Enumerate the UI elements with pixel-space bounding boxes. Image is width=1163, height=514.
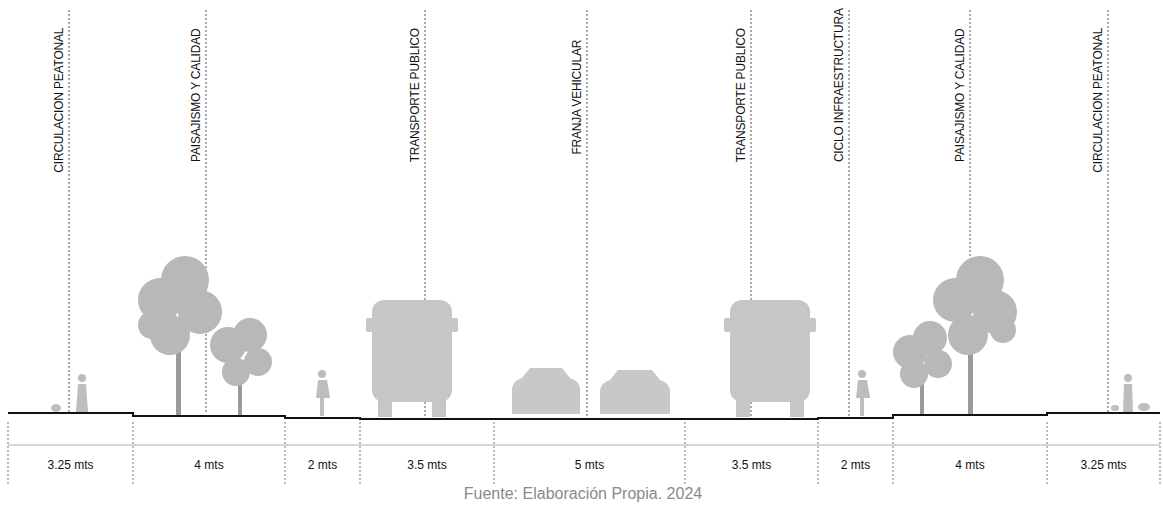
axis-line — [206, 10, 207, 414]
zone-label: PAISAJISMO Y CALIDAD — [953, 28, 967, 161]
bus-left — [366, 300, 458, 417]
cyclist — [858, 370, 866, 378]
zone-label: TRANSPORTE PUBLICO — [408, 28, 422, 162]
dog — [51, 404, 61, 412]
cyclist — [318, 370, 326, 378]
dimension-label: 4 mts — [955, 458, 984, 472]
car — [600, 370, 670, 414]
tree-canopy — [138, 311, 166, 339]
tree-canopy — [233, 318, 267, 352]
cars — [512, 368, 670, 414]
dimension-tick — [133, 422, 134, 486]
axis-line — [587, 10, 588, 417]
trees-left — [138, 256, 272, 416]
dimension-tick — [8, 422, 9, 486]
tree-canopy — [948, 315, 988, 355]
dimension-label: 3.5 mts — [407, 458, 446, 472]
bus-wheel — [432, 398, 446, 417]
dimension-tick — [818, 422, 819, 486]
dimension-tick — [285, 422, 286, 486]
dimension-label: 4 mts — [194, 458, 223, 472]
dimension-tick — [685, 422, 686, 486]
bus-body — [372, 300, 452, 402]
dimension-line — [8, 445, 1160, 446]
axis-line — [1108, 10, 1109, 412]
tree-canopy — [913, 321, 947, 355]
ground-profile — [8, 413, 1160, 419]
dimension-tick — [893, 422, 894, 486]
tree-canopy — [990, 317, 1016, 343]
bus-mirror — [366, 318, 374, 332]
axis-lines — [69, 10, 1108, 417]
dimension-label: 3.25 mts — [47, 458, 93, 472]
dimension-label: 5 mts — [575, 458, 604, 472]
bus-mirror — [450, 318, 458, 332]
bicycle — [320, 398, 324, 416]
dimension-label: 3.5 mts — [732, 458, 771, 472]
axis-line — [69, 10, 70, 412]
axis-line — [849, 10, 850, 416]
bus-wheel — [378, 398, 392, 417]
pedestrian — [76, 384, 88, 412]
dimension-tick — [494, 422, 495, 486]
tree-canopy — [900, 360, 928, 388]
tree-canopy — [222, 358, 250, 386]
dog — [1138, 403, 1150, 411]
people — [51, 370, 1150, 416]
dimension-tick — [360, 422, 361, 486]
bus-body — [730, 300, 810, 402]
bus-right — [724, 300, 816, 417]
dimension-ticks — [8, 422, 1160, 486]
bicycle — [860, 398, 864, 416]
pedestrian — [1123, 384, 1133, 412]
bus-mirror — [724, 318, 732, 332]
dimension-label: 3.25 mts — [1080, 458, 1126, 472]
bus-wheel — [790, 398, 804, 417]
trees-right — [893, 256, 1017, 416]
cyclist — [316, 380, 330, 398]
dog — [1111, 405, 1119, 411]
dimension-tick — [1047, 422, 1048, 486]
source-caption: Fuente: Elaboración Propia. 2024 — [464, 484, 702, 503]
pedestrian — [78, 374, 86, 382]
car — [512, 368, 580, 414]
zone-label: TRANSPORTE PUBLICO — [734, 28, 748, 162]
zone-label: CIRCULACION PEATONAL — [52, 28, 66, 173]
cyclist — [856, 380, 870, 398]
tree-canopy — [924, 350, 952, 378]
zone-label: CIRCULACION PEATONAL — [1091, 28, 1105, 173]
zone-label: PAISAJISMO Y CALIDAD — [189, 28, 203, 161]
dimension-label: 2 mts — [841, 458, 870, 472]
dimension-label: 2 mts — [308, 458, 337, 472]
zone-label: CICLO INFRAESTRUCTURA — [832, 8, 846, 162]
bus-mirror — [808, 318, 816, 332]
zone-label: FRANJA VEHICULAR — [570, 40, 584, 155]
bus-wheel — [736, 398, 750, 417]
dimension-tick — [1160, 422, 1161, 486]
pedestrian — [1124, 374, 1132, 382]
